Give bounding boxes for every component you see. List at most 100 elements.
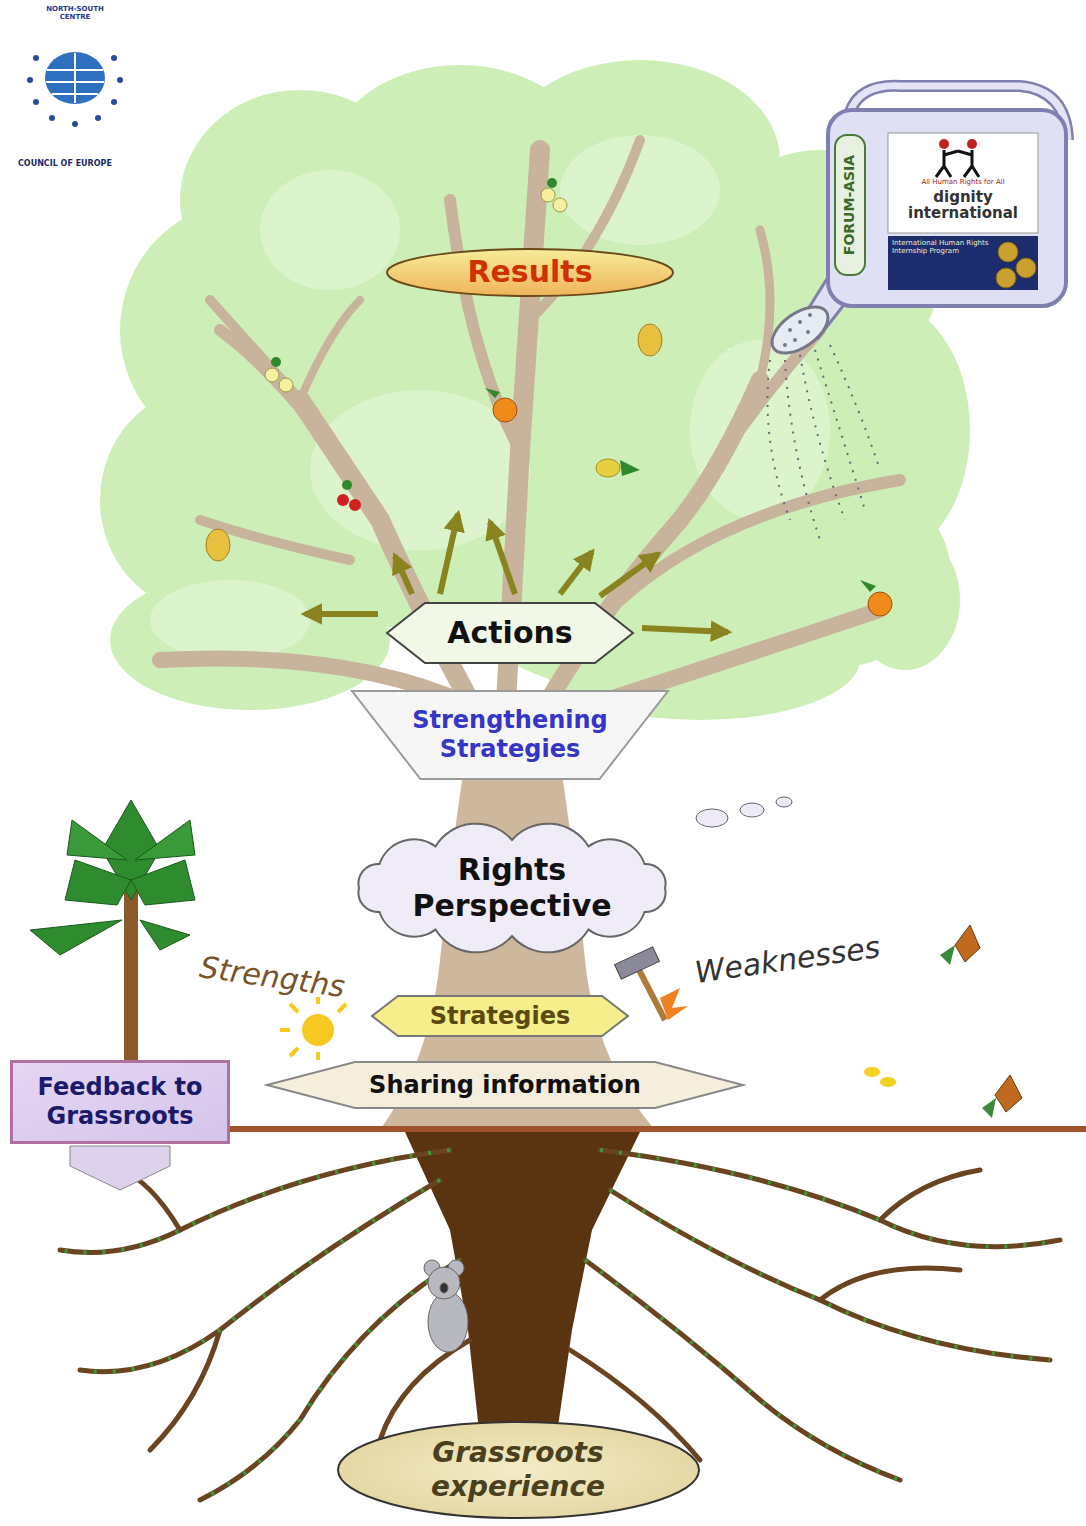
action-arrows: [440, 514, 458, 594]
fruit: [206, 529, 230, 561]
fruit: [206, 178, 892, 616]
results-ellipse: Results: [385, 247, 675, 298]
canopy: [110, 570, 390, 710]
watering-can: [798, 320, 802, 324]
logo-slogan: All Human Rights for All: [893, 179, 1033, 187]
water-spray: [768, 360, 791, 520]
watering-can: [764, 86, 1068, 362]
water-spray: [800, 355, 845, 520]
floating-leaves: [864, 925, 1022, 1118]
small-tree: [135, 820, 195, 860]
sun: [290, 1048, 298, 1056]
grassroots-ellipse: Grassroots experience: [336, 1420, 701, 1520]
watering-can: [939, 139, 949, 149]
council-of-europe-logo: [46, 53, 104, 103]
strategies-hexagon-shape: [372, 996, 628, 1036]
logo-text: dignity international: [893, 190, 1033, 222]
logo-text: International Human Rights Internship Pr…: [892, 240, 992, 256]
strengths-label: Strengths: [198, 950, 347, 1004]
council-of-europe-logo: [74, 53, 76, 103]
roots: [600, 1150, 1060, 1247]
rights-cloud: Rights Perspective: [342, 823, 682, 953]
hammer: [615, 947, 660, 979]
watering-can: [998, 242, 1018, 262]
node-text: Rights Perspective: [397, 852, 627, 924]
council-of-europe-logo: [117, 77, 123, 83]
council-of-europe-logo: [27, 55, 123, 127]
branches: [450, 200, 520, 450]
floating-leaves: [995, 1075, 1022, 1112]
strengthening-trapezoid: Strengthening Strategies: [350, 689, 670, 781]
sun: [316, 1052, 320, 1060]
floating-leaves: [880, 1077, 896, 1087]
feedback-box-shape: [12, 1062, 229, 1143]
node-text: Sharing information: [305, 1071, 705, 1100]
branches: [760, 230, 770, 380]
watering-can: [835, 135, 865, 275]
node-text: Strengthening Strategies: [395, 706, 625, 764]
council-of-europe-logo: [33, 99, 39, 105]
actions-pentagon: Actions: [385, 601, 635, 665]
water-spray: [785, 360, 820, 540]
actions-pentagon-shape: [387, 603, 633, 663]
floating-leaves: [955, 925, 980, 962]
watering-can: [788, 328, 792, 332]
floating-leaves: [940, 945, 955, 965]
node-text: Grassroots experience: [398, 1436, 638, 1503]
council-of-europe-logo: [27, 52, 123, 127]
ground: [228, 1126, 1086, 1132]
fruit: [493, 398, 517, 422]
water-spray: [815, 350, 865, 510]
koala: [428, 1267, 460, 1299]
action-arrows: [600, 554, 658, 596]
watering-can: [808, 313, 812, 317]
sun: [280, 1028, 290, 1032]
watering-can: [888, 133, 1038, 233]
roots: [150, 1330, 220, 1450]
canopy: [150, 580, 310, 660]
council-of-europe-logo: [95, 115, 101, 121]
branches: [300, 300, 360, 400]
thought-bubbles: [696, 797, 792, 827]
sun: [280, 997, 346, 1060]
roots: [80, 1180, 440, 1372]
floating-leaves: [864, 1067, 880, 1077]
watering-can: [888, 236, 1038, 290]
fruit: [337, 494, 349, 506]
logo-text: FORUM-ASIA: [842, 155, 858, 255]
small-tree: [131, 860, 195, 905]
watering-can: [783, 313, 812, 347]
action-arrows: [560, 552, 592, 594]
fruit: [638, 324, 662, 356]
fruit: [541, 188, 555, 202]
action-arrows: [305, 611, 378, 617]
branches: [160, 140, 900, 720]
fruit: [596, 459, 620, 477]
watering-can: [996, 268, 1016, 288]
fruit: [868, 592, 892, 616]
grassroots-ellipse-shape: [338, 1422, 699, 1518]
fruit: [265, 368, 279, 382]
small-tree: [30, 800, 195, 1065]
canopy: [260, 170, 400, 290]
sun: [302, 1014, 334, 1046]
watering-can: [764, 298, 836, 363]
canopy: [100, 60, 970, 720]
action-arrows: [490, 522, 515, 594]
watering-can: [783, 343, 787, 347]
council-of-europe-logo: [33, 55, 39, 61]
koala: [424, 1260, 468, 1352]
roots: [80, 1180, 440, 1372]
fruit: [485, 388, 500, 398]
small-tree: [67, 820, 127, 860]
small-tree: [140, 920, 190, 950]
node-text: Actions: [410, 615, 610, 651]
fruit: [553, 198, 567, 212]
hammer: [638, 968, 665, 1020]
fruit: [349, 499, 361, 511]
feedback-box: Feedback to Grassroots: [10, 1060, 230, 1144]
watering-can: [1016, 258, 1036, 278]
fruit: [271, 357, 281, 367]
council-of-europe-logo: [45, 52, 105, 104]
